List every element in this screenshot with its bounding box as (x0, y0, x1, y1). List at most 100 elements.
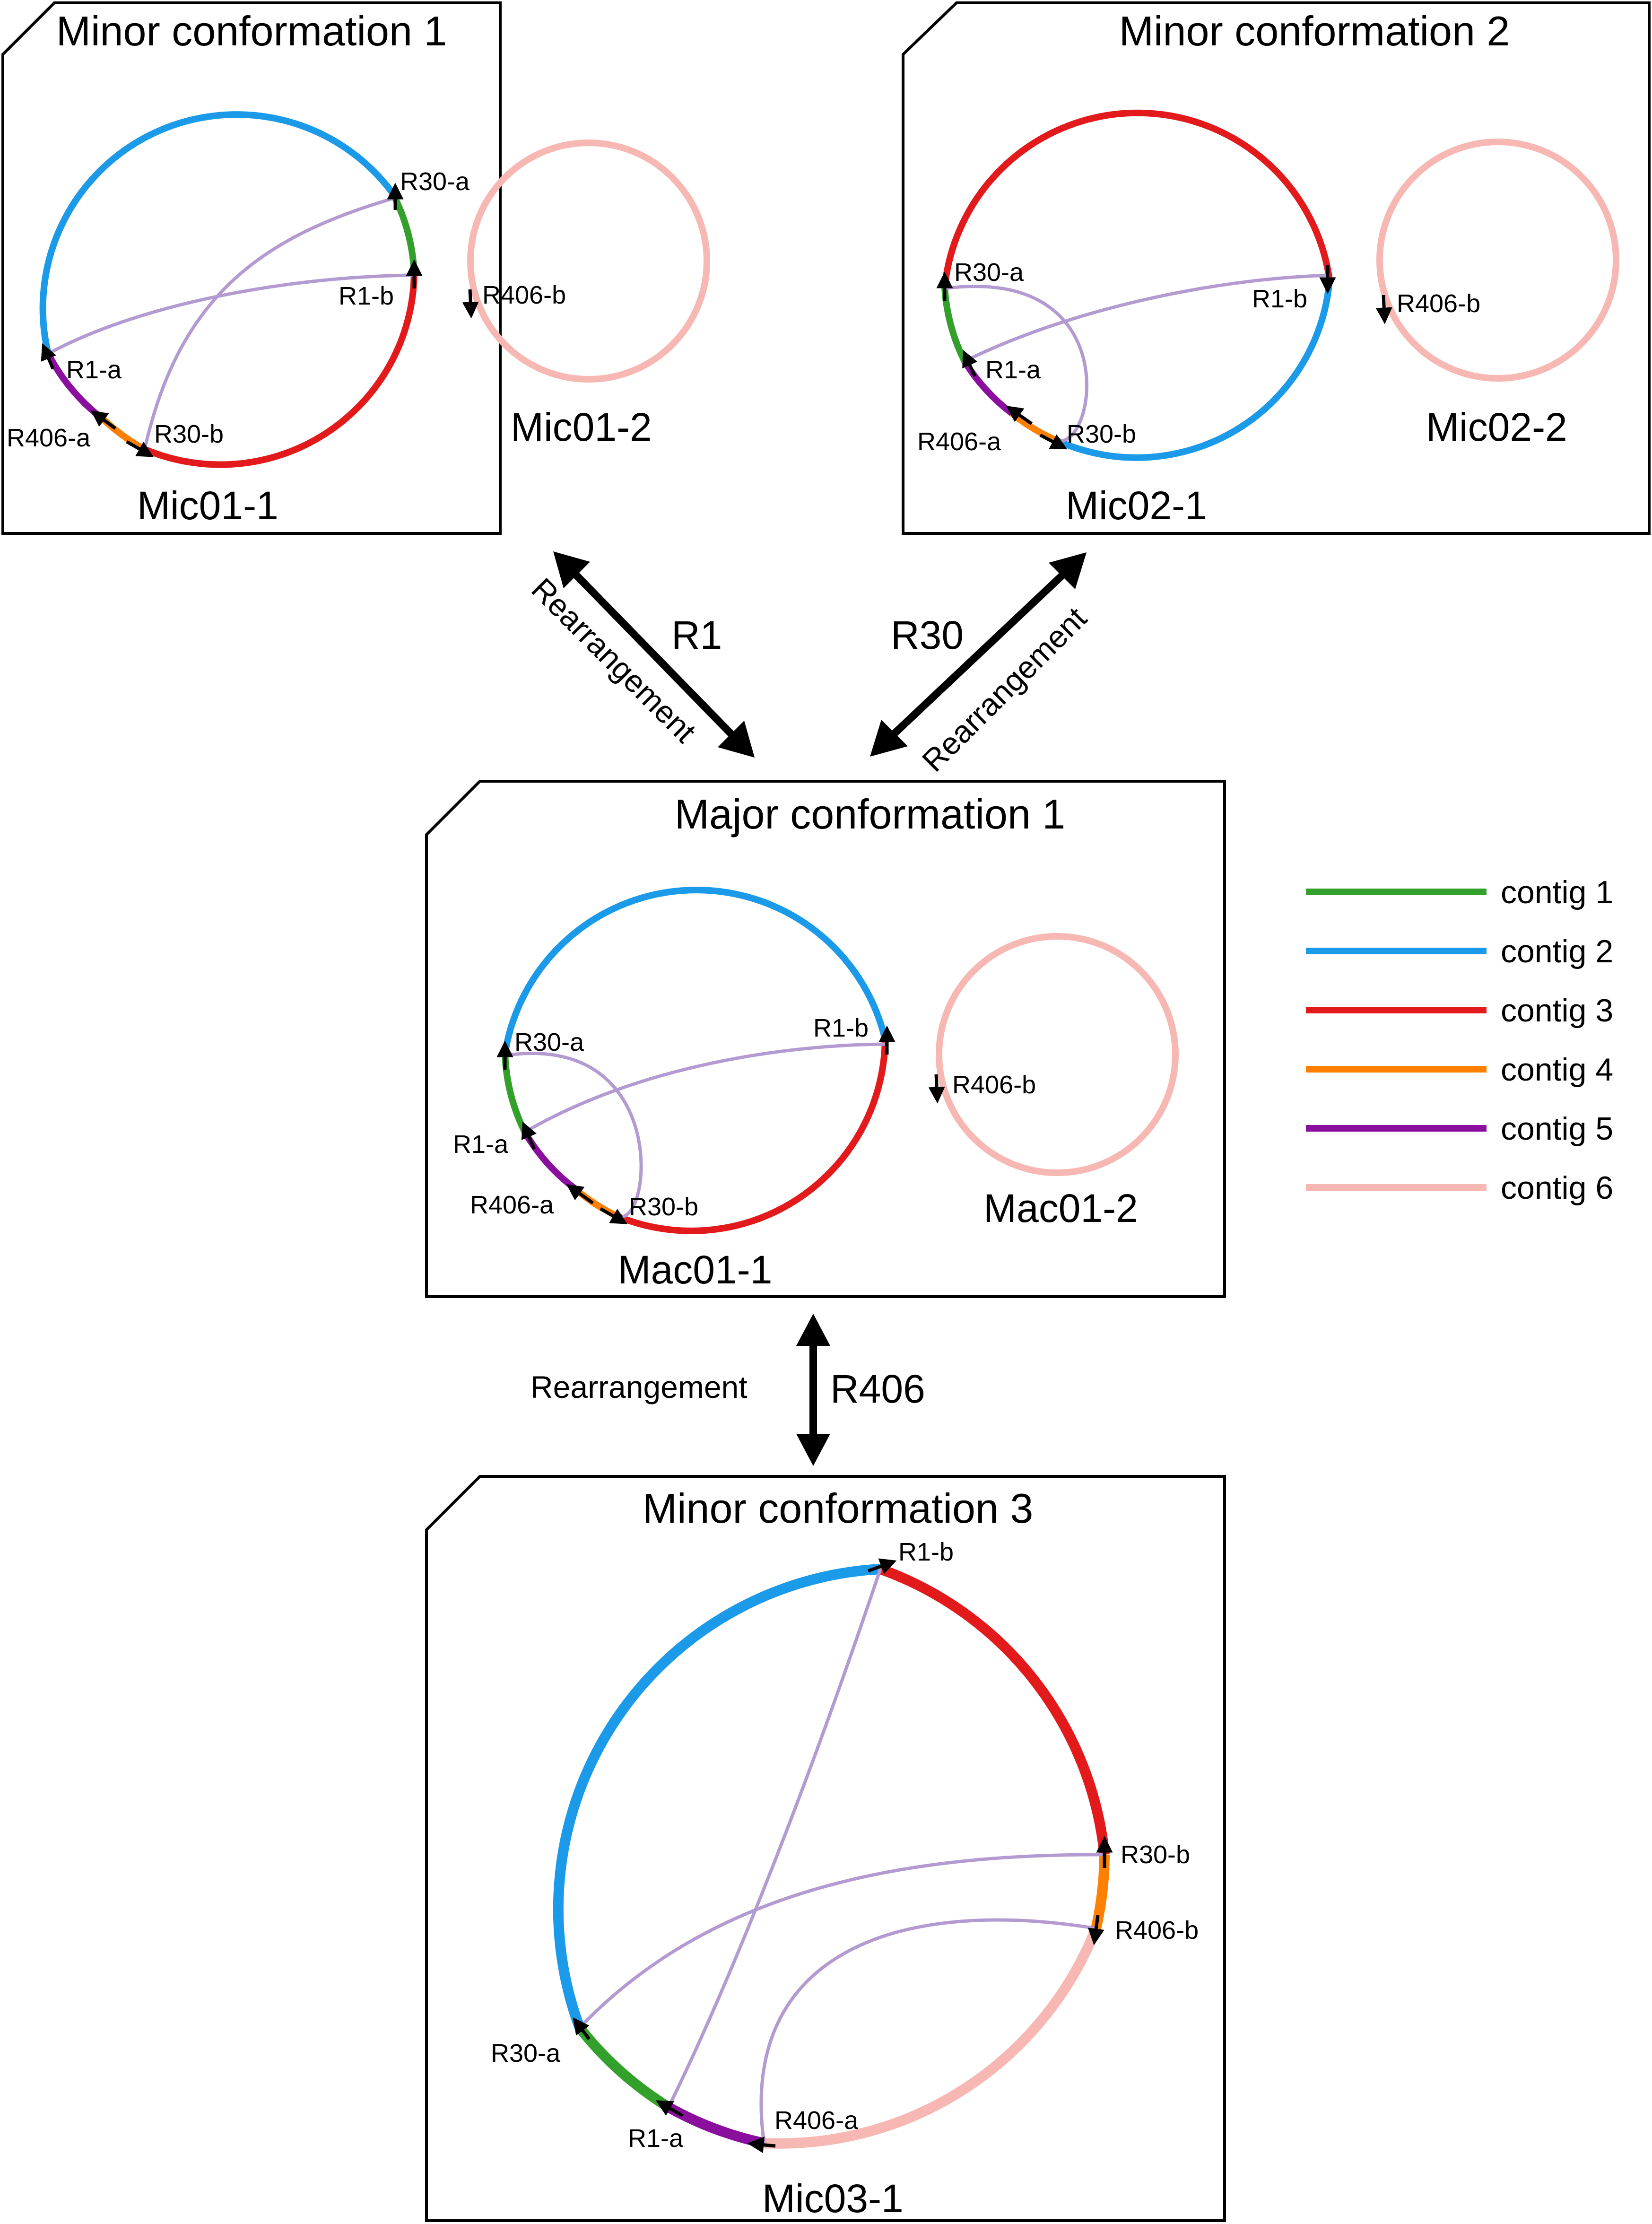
pointer-r30a (573, 2017, 591, 2041)
pointer-r406b (1375, 295, 1392, 324)
link-r1 (964, 273, 1330, 363)
label-r406a: R406-a (917, 427, 1001, 456)
pointer-r406a (90, 410, 117, 430)
panel-minor-conformation-3: Minor conformation 3 R1-b R30-b R406-b R… (425, 1475, 1226, 2222)
relation-r1: R1 Rearrangement (525, 551, 755, 758)
label-r1a: R1-a (453, 1130, 509, 1159)
pointer-r30b (600, 1207, 628, 1224)
label-r406a: R406-a (470, 1191, 554, 1219)
link-r30 (944, 285, 1089, 443)
label-r30a: R30-a (514, 1028, 584, 1056)
legend-label: contig 4 (1501, 1052, 1613, 1088)
relation-label: Rearrangement (530, 1369, 748, 1404)
legend-item: contig 2 (1306, 933, 1613, 969)
relation-r406: Rearrangement R406 (530, 1314, 925, 1466)
legend-item: contig 5 (1306, 1111, 1613, 1147)
panel-box (1, 1, 502, 535)
circle-mic02-1: R30-a R1-b R1-a R406-a R30-b Mic02-1 (917, 109, 1336, 528)
pointer-r406b (462, 289, 479, 319)
legend-item: contig 4 (1306, 1052, 1613, 1088)
label-r30a: R30-a (400, 167, 470, 196)
panel-title: Major conformation 1 (675, 791, 1066, 837)
pointer-r406a (1006, 405, 1033, 425)
label-r406b: R406-b (1397, 289, 1480, 318)
arc-contig6 (1376, 139, 1619, 382)
label-r1a: R1-a (985, 356, 1041, 384)
label-r406b: R406-b (1115, 1916, 1199, 1945)
legend-label: contig 3 (1501, 993, 1613, 1029)
double-arrow-shaft (567, 566, 740, 743)
molecule-label-1: Mic01-1 (137, 483, 278, 528)
circle-mic02-2: R406-b Mic02-2 (1375, 139, 1619, 449)
pointer-r1a (655, 2100, 684, 2118)
legend-item: contig 3 (1306, 993, 1613, 1029)
arc-contig2 (553, 1564, 881, 2030)
arrow-head-bottom (718, 721, 755, 758)
panel-major-conformation-1: Major conformation 1 R30-a R1-b R1-a R40… (425, 780, 1226, 1298)
arc-contig3 (143, 272, 417, 468)
label-r30b: R30-b (1067, 420, 1136, 448)
circle-mac01-1: R30-a R1-b R1-a R406-a R30-b Mac01-1 (453, 887, 896, 1292)
molecule-label-1: Mic02-1 (1066, 483, 1207, 528)
label-r406a: R406-a (7, 424, 91, 452)
panel-title: Minor conformation 1 (56, 8, 447, 54)
panel-box (902, 1, 1651, 535)
arrow-head-top (553, 551, 590, 588)
molecule-label-1: Mic03-1 (762, 2176, 904, 2221)
pointer-r406b (1087, 1915, 1104, 1945)
panel-title: Minor conformation 2 (1119, 8, 1510, 54)
arc-contig6 (467, 140, 710, 383)
relation-repeat: R406 (830, 1367, 925, 1411)
label-r30b: R30-b (1121, 1840, 1190, 1869)
link-r1 (524, 1042, 886, 1134)
pointer-r406a (566, 1184, 594, 1204)
legend-item: contig 6 (1306, 1170, 1613, 1206)
label-r30a: R30-a (954, 258, 1024, 287)
pointer-r1b (867, 1558, 897, 1574)
arc-contig6 (764, 1926, 1101, 2149)
legend-label: contig 5 (1501, 1111, 1613, 1147)
arrow-head-bottom (870, 720, 908, 757)
relation-repeat: R30 (891, 613, 964, 657)
link-r30 (504, 1052, 643, 1219)
relation-repeat: R1 (671, 613, 722, 657)
arrow-head-top (1049, 552, 1087, 589)
link-r1 (667, 1568, 882, 2108)
arrow-head-top (796, 1314, 830, 1346)
label-r30b: R30-b (154, 420, 224, 448)
arc-contig3 (878, 1564, 1110, 1856)
pointer-r1a (962, 350, 978, 377)
arc-contig2 (1056, 279, 1333, 461)
label-r30a: R30-a (491, 2039, 561, 2067)
panel-title: Minor conformation 3 (643, 1485, 1034, 1532)
label-r1b: R1-b (898, 1538, 954, 1566)
legend-label: contig 1 (1501, 874, 1613, 910)
label-r406a: R406-a (774, 2106, 859, 2135)
legend-label: contig 2 (1501, 933, 1613, 969)
relation-r30: R30 Rearrangement (870, 552, 1093, 778)
arc-contig3 (941, 109, 1333, 288)
panel-minor-conformation-1: Minor conformation 1 R30-a R1-b R1-a R40… (1, 1, 710, 535)
legend-item: contig 1 (1306, 874, 1613, 910)
link-r406 (759, 1918, 1096, 2144)
label-r406b: R406-b (952, 1071, 1036, 1099)
arc-contig6 (936, 933, 1179, 1176)
legend: contig 1 contig 2 contig 3 contig 4 contig 5… (1306, 874, 1613, 1206)
pointer-r1a (41, 343, 56, 370)
arrow-head-bottom (796, 1434, 830, 1466)
molecule-label-2: Mic01-2 (511, 405, 652, 449)
legend-label: contig 6 (1501, 1170, 1613, 1206)
relation-label: Rearrangement (525, 571, 703, 750)
arc-contig3 (616, 1039, 888, 1234)
arc-contig2 (502, 887, 888, 1055)
molecule-label-2: Mac01-2 (983, 1186, 1138, 1230)
circle-mic01-2: R406-b Mic01-2 (462, 140, 710, 449)
label-r1b: R1-b (1252, 285, 1307, 313)
circle-mac01-2: R406-b Mac01-2 (928, 933, 1179, 1230)
circle-mic03-1: R1-b R30-b R406-b R30-a R1-a R406-a Mic0… (491, 1538, 1199, 2221)
link-r1 (47, 273, 415, 356)
pointer-r406b (928, 1074, 945, 1104)
label-r1b: R1-b (339, 282, 394, 310)
double-arrow-shaft (885, 567, 1071, 742)
